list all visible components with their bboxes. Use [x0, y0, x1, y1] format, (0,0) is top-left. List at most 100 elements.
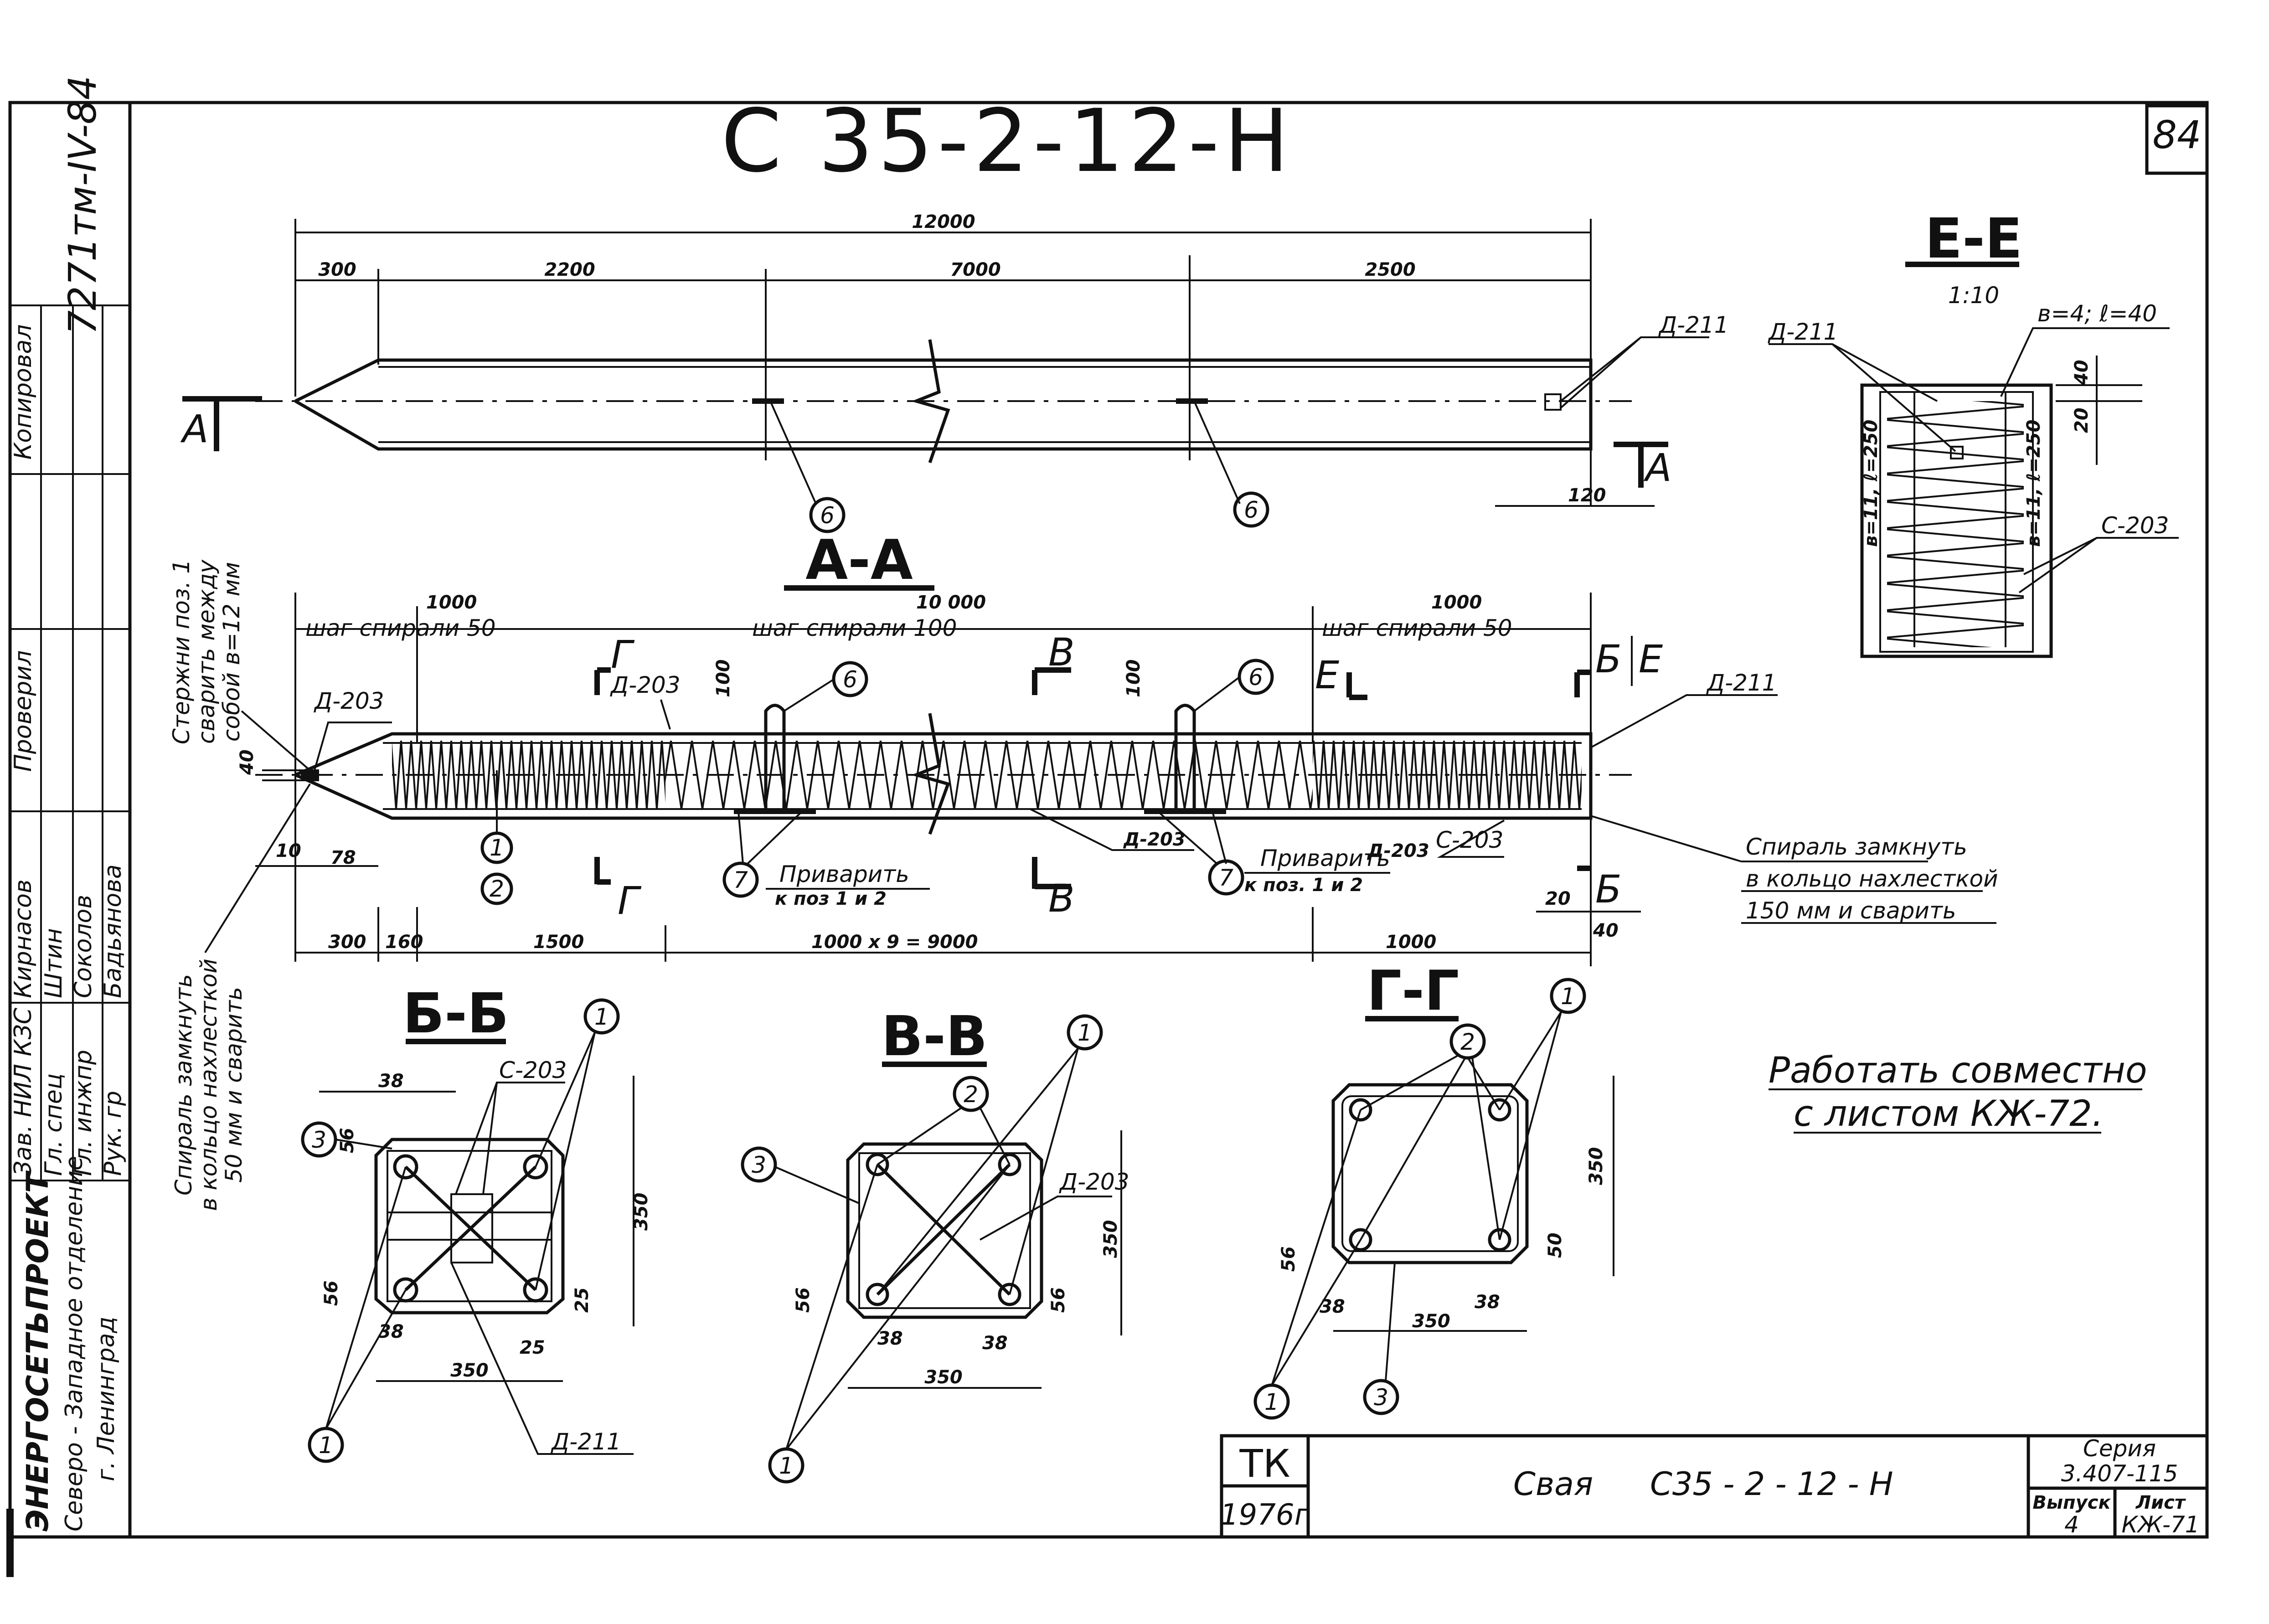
tb-year: 1976г	[1220, 1498, 1310, 1532]
aa-dim-20: 20	[1545, 888, 1571, 909]
bb-dim-38-top: 38	[378, 1071, 404, 1092]
ee-ref-d211: Д-211	[1768, 319, 1838, 345]
bb-pos-1-top: 1	[594, 1004, 609, 1030]
stamp-name-2: Штин	[40, 928, 67, 998]
vv-dim-350-h: 350	[924, 1367, 963, 1388]
notes: Стержни поз. 1 сварить между собой в=12 …	[168, 559, 2147, 1211]
stamp-row-4: Рук. гр	[99, 1091, 127, 1176]
side-code: 7271тм-IV-84	[60, 76, 105, 335]
bb-dim-38-bottom: 38	[378, 1321, 404, 1342]
aa-bot-1500: 1500	[533, 932, 584, 953]
aa-pitch-50-left: шаг спирали 50	[305, 615, 496, 641]
aa-dim-10000: 10 000	[916, 592, 986, 613]
tb-series: 3.407-115	[2061, 1460, 2178, 1487]
dim-2500: 2500	[1365, 259, 1415, 280]
cut-v-bottom: В	[1048, 876, 1075, 921]
aa-ref-d203-bottom: Д-203	[1123, 829, 1186, 850]
section-aa: А-А 1000 10 000 1000 шаг спирали 50 шаг …	[237, 529, 1778, 966]
vv-pos-1-bottom: 1	[779, 1453, 794, 1479]
dim-7000: 7000	[950, 259, 1000, 280]
cut-e-left: Е	[1315, 653, 1339, 697]
cut-b-top: Б	[1595, 637, 1622, 681]
pile-elevation: 12000 300 2200 7000 2500 6 6 А А Д-211 1…	[180, 211, 1729, 533]
bb-pos-1-bottom: 1	[319, 1432, 333, 1459]
aa-pitch-50-right: шаг спирали 50	[1322, 615, 1512, 641]
aa-dim-10: 10	[276, 840, 301, 861]
note-rods-3: собой в=12 мм	[218, 562, 245, 742]
bb-dim-350-h: 350	[450, 1360, 489, 1381]
aa-pos-7-right: 7	[1219, 865, 1233, 891]
stamp-name-3: Соколов	[70, 895, 97, 998]
section-ee-title: Е-Е	[1925, 207, 2022, 271]
vv-dim-56-right: 56	[1048, 1287, 1069, 1313]
cut-a-right: А	[1643, 445, 1671, 490]
gg-pos-1-top: 1	[1561, 983, 1575, 1010]
aa-pos-6-right: 6	[1248, 664, 1263, 691]
bb-ref-d211: Д-211	[551, 1428, 621, 1455]
drawing-title: С 35-2-12-Н	[721, 91, 1294, 191]
aa-weld-right: Приварить	[1260, 845, 1390, 871]
stamp-row-2: Гл. спец	[40, 1073, 67, 1176]
aa-pos-2: 2	[490, 876, 504, 902]
stamp-row-3: Гл. инжпр	[70, 1050, 97, 1176]
title-block: ТК 1976г Свая С35 - 2 - 12 - Н Серия 3.4…	[1220, 1434, 2209, 1539]
ee-dim-20: 20	[2071, 407, 2092, 433]
ee-ref-c203: С-203	[2101, 512, 2169, 539]
cut-v-top: В	[1048, 630, 1075, 675]
note-spiral-left-1: Спираль замкнуть	[170, 974, 197, 1196]
bb-dim-56-bottom: 56	[321, 1280, 342, 1306]
dim-300: 300	[318, 259, 356, 280]
bb-dim-25-h: 25	[520, 1337, 545, 1358]
aa-ref-d203-left: Д-203	[314, 688, 384, 714]
stamp-name-1: Кирнасов	[10, 879, 37, 998]
gg-pos-2: 2	[1460, 1029, 1475, 1055]
spiral-dense-left	[392, 741, 665, 809]
bb-ref-c203: С-203	[499, 1057, 567, 1083]
tb-series-label: Серия	[2083, 1435, 2156, 1462]
aa-bot-1000: 1000	[1386, 932, 1436, 953]
aa-pos-7-left: 7	[733, 867, 748, 893]
aa-dim-78: 78	[330, 847, 356, 868]
aa-ref-d203-right: Д-203	[1367, 840, 1429, 861]
vv-ref-d203: Д-203	[1059, 1169, 1129, 1195]
stamp-branch: Северо - Западное отделение	[61, 1156, 88, 1531]
sheet-frame	[8, 101, 2209, 1539]
aa-dim-1000-right: 1000	[1431, 592, 1482, 613]
aa-pos-6-left: 6	[843, 666, 857, 693]
spiral-dense-right	[1313, 741, 1582, 809]
gg-dim-38-right: 38	[1475, 1292, 1500, 1313]
aa-pos-1: 1	[490, 835, 504, 861]
stamp-checked: Проверил	[10, 650, 37, 772]
note-spiral-right-3: 150 мм и сварить	[1746, 897, 1956, 924]
stamp-org: ЭНЕРГОСЕТЬПРОЕКТ	[20, 1170, 55, 1531]
ee-scale: 1:10	[1948, 282, 1999, 309]
pos-6-left: 6	[820, 502, 835, 529]
note-together-1: Работать совместно	[1769, 1050, 2147, 1091]
bb-dim-25-v: 25	[572, 1287, 593, 1313]
stamp-name-4: Бадьянова	[99, 864, 127, 998]
tb-sheet-label: Лист	[2135, 1492, 2186, 1513]
tb-name: Свая	[1513, 1465, 1593, 1503]
cut-b-bottom: Б	[1595, 867, 1622, 912]
vv-dim-350-v: 350	[1100, 1220, 1121, 1258]
dim-2200: 2200	[544, 259, 595, 280]
aa-ref-d211: Д-211	[1706, 670, 1777, 696]
aa-ref-d203-mid: Д-203	[610, 672, 681, 698]
dim-total: 12000	[912, 211, 975, 232]
spiral-main	[665, 741, 1313, 809]
stamp-city: г. Ленинград	[93, 1317, 120, 1481]
aa-weld-left: Приварить	[779, 861, 909, 887]
lifting-loop-right	[1174, 704, 1196, 811]
gg-dim-38-left: 38	[1320, 1296, 1345, 1317]
vv-dim-38-left: 38	[877, 1328, 903, 1349]
aa-dim-40-end: 40	[1593, 920, 1619, 941]
edge-mark	[6, 1509, 14, 1577]
ee-weld: в=4; ℓ=40	[2037, 300, 2157, 327]
gg-pos-3: 3	[1374, 1384, 1388, 1411]
stamp-copied: Копировал	[10, 324, 37, 459]
aa-dim-1000-left: 1000	[426, 592, 477, 613]
section-ee: Е-Е 1:10 Д-211 в=4; ℓ=40 40 20 в=11, ℓ=2…	[1768, 207, 2179, 658]
note-rods-2: сварить между	[193, 559, 220, 744]
gg-dim-50: 50	[1545, 1232, 1566, 1258]
bb-dim-350-v: 350	[631, 1193, 652, 1231]
